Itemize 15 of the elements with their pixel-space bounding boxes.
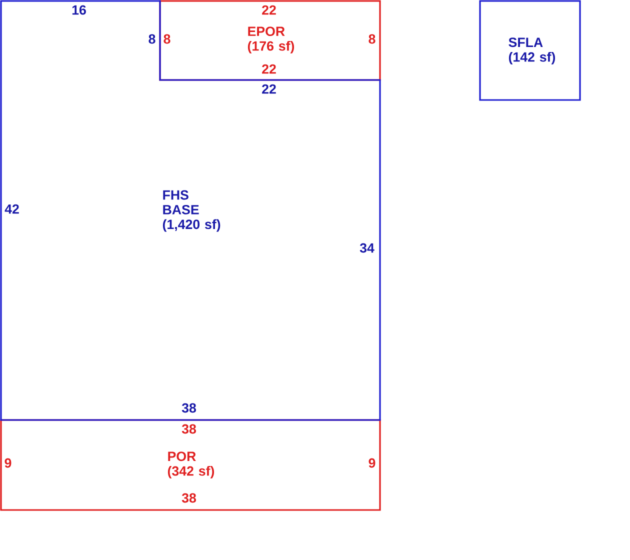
dimension-label: 22	[262, 5, 276, 15]
dimension-label: 8	[164, 34, 170, 44]
dimension-label: 22	[262, 84, 276, 94]
dimension-label: 34	[360, 243, 374, 253]
dimension-label: 9	[4, 458, 12, 468]
dimension-label: 38	[182, 424, 196, 434]
dimension-label: 42	[4, 204, 19, 214]
dimension-label: 9	[368, 458, 376, 468]
dimension-label: 22	[262, 64, 276, 74]
dimension-label: 8	[148, 34, 156, 44]
dimension-label: 38	[182, 403, 196, 413]
dimension-label: 8	[368, 34, 376, 44]
dimension-label: 38	[182, 493, 196, 503]
area-summary-box: SFLA (142 sf)	[479, 0, 581, 101]
dimension-label: 16	[72, 5, 86, 15]
